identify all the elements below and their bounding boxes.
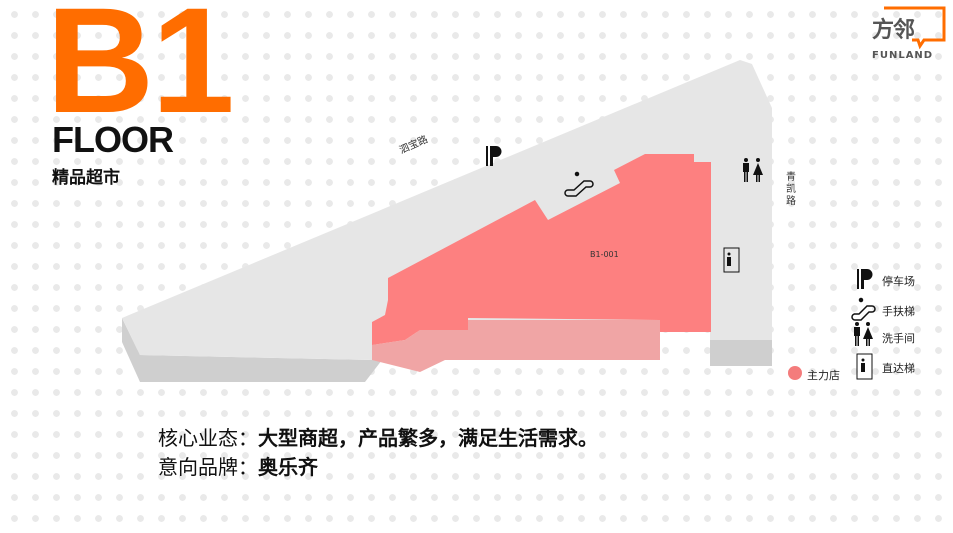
store-side xyxy=(372,320,711,372)
floor-subtitle: 精品超市 xyxy=(52,168,120,188)
brand-line: 意向品牌：奥乐齐 xyxy=(158,455,318,479)
floor-east-side xyxy=(710,340,772,366)
elevator-icon xyxy=(723,247,740,273)
legend-elevator-label: 直达梯 xyxy=(882,362,915,375)
road-east-label: 青凯路 xyxy=(786,172,796,207)
business-label: 核心业态： xyxy=(158,426,258,450)
logo-text-cn: 方邻 xyxy=(872,18,915,43)
escalator-icon xyxy=(564,171,594,197)
business-line: 核心业态：大型商超，产品繁多，满足生活需求。 xyxy=(158,426,598,450)
business-value: 大型商超，产品繁多，满足生活需求。 xyxy=(258,426,598,450)
store-b1-001[interactable] xyxy=(372,154,711,345)
legend-restroom-label: 洗手间 xyxy=(882,332,915,345)
legend-escalator-icon xyxy=(851,297,876,321)
brand-value: 奥乐齐 xyxy=(258,455,318,479)
logo-icon xyxy=(884,6,946,50)
legend-restroom-icon xyxy=(854,322,873,346)
legend-elevator-icon xyxy=(856,353,873,380)
floor-word: FLOOR xyxy=(52,119,174,160)
parking-icon xyxy=(486,146,502,166)
restroom-icon xyxy=(743,158,763,182)
logo-text-en: FUNLAND xyxy=(872,50,934,61)
unit-label: B1-001 xyxy=(590,250,619,259)
floor-side xyxy=(122,318,382,382)
legend-anchor-store-label: 主力店 xyxy=(807,369,840,382)
floor-number: B1 xyxy=(46,0,235,144)
brand-label: 意向品牌： xyxy=(158,455,258,479)
legend-parking-label: 停车场 xyxy=(882,275,915,288)
legend-escalator-label: 手扶梯 xyxy=(882,305,915,318)
legend-parking-icon xyxy=(857,269,873,289)
anchor-store-dot xyxy=(788,366,802,380)
